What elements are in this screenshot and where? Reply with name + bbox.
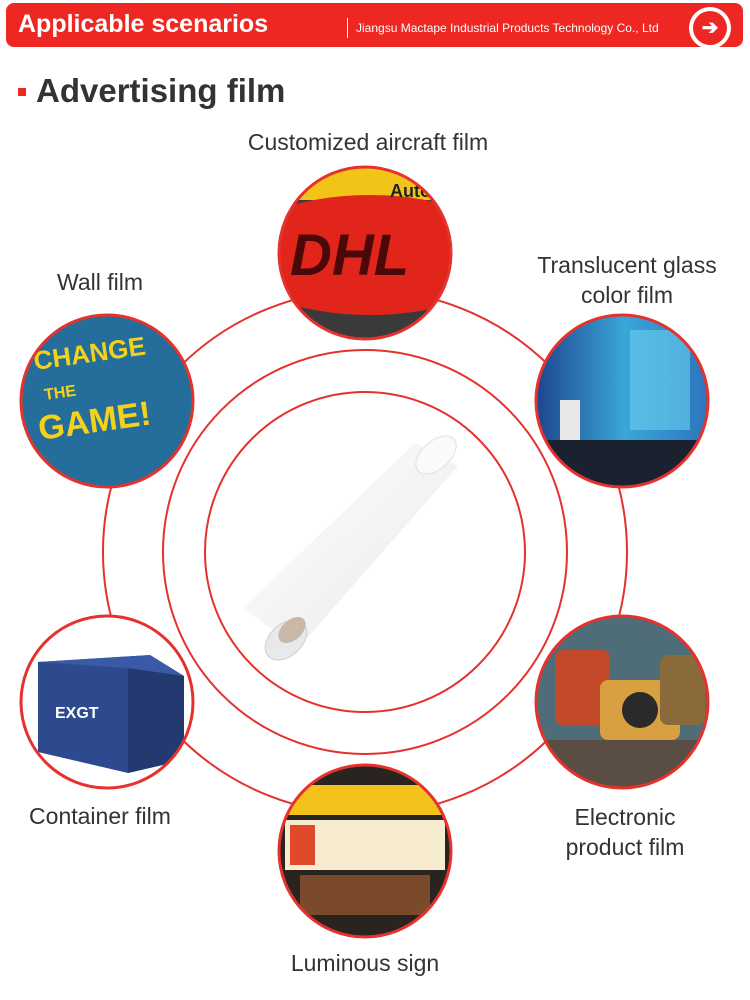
banner-divider <box>347 18 348 38</box>
label-luminous-sign: Luminous sign <box>290 950 440 976</box>
label-glass-film: Translucent glass color film <box>537 252 717 308</box>
arrow-right-icon[interactable]: ➔ <box>689 7 731 49</box>
section-title: Advertising film <box>36 72 286 109</box>
luminous-sign-image <box>277 763 453 939</box>
wall-film-image: CHANGE THE GAME! <box>19 313 195 489</box>
company-name: Jiangsu Mactape Industrial Products Tech… <box>356 21 659 35</box>
header-banner: Applicable scenarios Jiangsu Mactape Ind… <box>6 3 743 49</box>
container-film-image: EXGT <box>19 614 195 790</box>
arrow-right-glyph: ➔ <box>693 11 727 45</box>
middle-ring <box>162 349 568 755</box>
film-roll-image <box>243 435 458 661</box>
aircraft-film-image: DHL Auto <box>277 165 453 341</box>
banner-title: Applicable scenarios <box>18 10 269 38</box>
svg-text:THE: THE <box>43 383 77 404</box>
electronic-film-image <box>534 614 710 790</box>
section-bullet <box>18 88 26 96</box>
label-wall-film: Wall film <box>56 269 144 295</box>
label-electronic-film: Electronic product film <box>565 804 685 860</box>
svg-text:DHL: DHL <box>290 223 409 288</box>
label-container-film: Container film <box>29 803 171 829</box>
label-aircraft-film: Customized aircraft film <box>247 129 489 155</box>
glass-film-image <box>534 313 710 489</box>
inner-ring <box>204 391 526 713</box>
svg-text:EXGT: EXGT <box>55 705 99 722</box>
